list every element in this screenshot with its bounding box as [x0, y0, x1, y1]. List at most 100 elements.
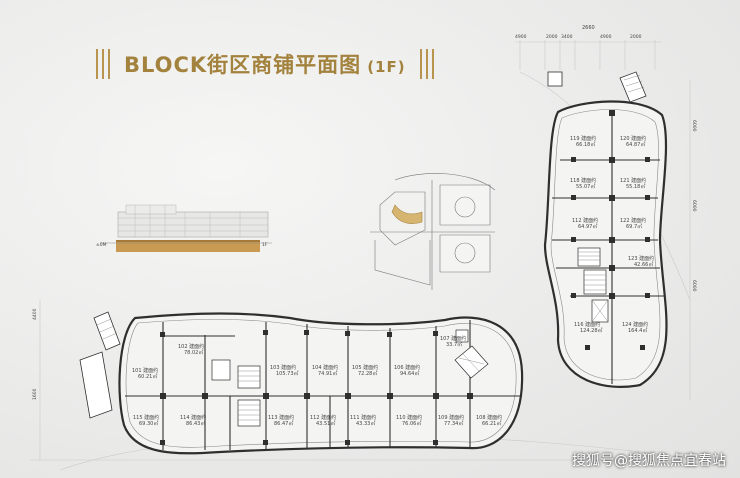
unit-id: 109 建面约	[438, 414, 464, 421]
svg-text:4900: 4900	[515, 34, 527, 40]
svg-text:6000: 6000	[691, 280, 697, 292]
unit-id: 108 建面约	[476, 414, 502, 421]
unit-id: 122 建面约	[620, 217, 646, 224]
svg-text:6000: 6000	[691, 120, 697, 132]
unit-area: 66.21㎡	[482, 420, 501, 427]
unit-id: 106 建面约	[394, 364, 420, 371]
unit-area: 76.06㎡	[402, 420, 421, 427]
unit-area: 86.47㎡	[274, 420, 293, 427]
elevation-left-mark: ±0M	[96, 242, 107, 248]
unit-id: 112 建面约	[572, 217, 598, 224]
right-title-bars	[419, 49, 434, 79]
unit-area: 64.87㎡	[626, 141, 645, 148]
unit-area: 164.4㎡	[628, 327, 647, 334]
unit-area: 60.21㎡	[138, 373, 157, 380]
unit-id: 121 建面约	[620, 177, 646, 184]
bottom-building-plan	[79, 311, 524, 455]
svg-text:1600: 1600	[32, 388, 38, 400]
left-title-bars	[96, 49, 110, 79]
unit-area: 124.28㎡	[580, 327, 603, 334]
svg-text:4900: 4900	[600, 34, 612, 40]
unit-area: 64.97㎡	[578, 223, 597, 230]
unit-id: 119 建面约	[570, 135, 596, 142]
unit-area: 77.34㎡	[444, 420, 463, 427]
unit-id: 107 建面约	[440, 335, 466, 342]
unit-area: 105.73㎡	[276, 370, 299, 377]
elevation-right-mark: 1F	[262, 242, 268, 248]
title-block: BLOCK街区商铺平面图 (1F)	[96, 46, 434, 82]
unit-id: 110 建面约	[396, 414, 422, 421]
site-key-map	[370, 173, 496, 290]
unit-id: 124 建面约	[622, 321, 648, 328]
unit-area: 74.91㎡	[318, 370, 337, 377]
page-title: BLOCK街区商铺平面图 (1F)	[124, 49, 406, 79]
unit-id: 111 建面约	[350, 414, 376, 421]
svg-text:2000: 2000	[630, 34, 642, 40]
svg-text:4400: 4400	[32, 308, 38, 320]
unit-id: 116 建面约	[574, 321, 600, 328]
unit-area: 33.7㎡	[446, 341, 462, 348]
title-main: BLOCK街区商铺平面图	[124, 53, 362, 77]
unit-area: 72.28㎡	[358, 370, 377, 377]
unit-id: 123 建面约	[628, 255, 654, 262]
unit-id: 112 建面约	[310, 414, 336, 421]
unit-id: 101 建面约	[132, 367, 158, 374]
unit-area: 78.02㎡	[184, 349, 203, 356]
unit-area: 43.51㎡	[316, 420, 335, 427]
unit-id: 113 建面约	[268, 414, 294, 421]
top-dimension: 2660	[582, 25, 595, 31]
unit-id: 103 建面约	[270, 364, 296, 371]
unit-id: 114 建面约	[180, 414, 206, 421]
unit-id: 105 建面约	[352, 364, 378, 371]
unit-id: 102 建面约	[178, 343, 204, 350]
unit-area: 86.43㎡	[186, 420, 205, 427]
unit-area: 43.33㎡	[356, 420, 375, 427]
unit-area: 55.07㎡	[576, 183, 595, 190]
svg-text:6000: 6000	[691, 200, 697, 212]
unit-id: 118 建面约	[570, 177, 596, 184]
right-building-plan	[543, 71, 668, 388]
unit-area: 66.18㎡	[576, 141, 595, 148]
unit-area: 42.66㎡	[634, 261, 653, 268]
unit-area: 55.18㎡	[626, 183, 645, 190]
unit-id: 115 建面约	[133, 414, 159, 421]
unit-id: 104 建面约	[312, 364, 338, 371]
watermark-text: 搜狐号@搜狐焦点宜春站	[572, 453, 726, 469]
title-floor: (1F)	[367, 58, 406, 76]
svg-text:3400: 3400	[561, 34, 573, 40]
unit-id: 120 建面约	[620, 135, 646, 142]
unit-area: 69.30㎡	[139, 420, 158, 427]
elevation-sketch: ±0M 1F	[96, 204, 272, 252]
svg-text:2000: 2000	[546, 34, 558, 40]
unit-area: 69.7㎡	[626, 223, 642, 230]
